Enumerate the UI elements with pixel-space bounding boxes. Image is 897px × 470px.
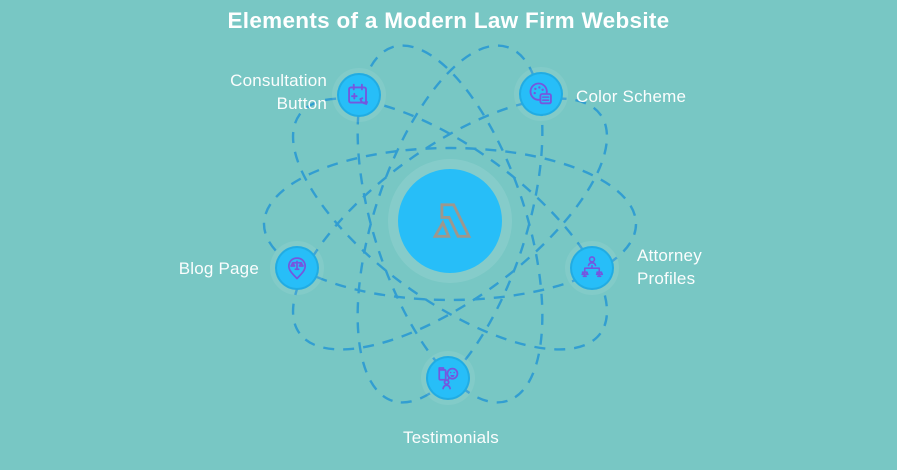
page-title: Elements of a Modern Law Firm Website [227, 8, 670, 33]
location-pin-scales-icon [287, 257, 307, 280]
lambda-icon [432, 203, 472, 238]
node-label-color-scheme: Color Scheme [576, 87, 687, 106]
calendar-phone-icon [348, 83, 368, 105]
node-color-scheme[interactable] [519, 72, 563, 116]
org-chart-person-scales-icon [581, 256, 604, 278]
node-consultation-button[interactable] [337, 73, 381, 117]
node-label-consultation-button: Consultation Button [230, 71, 327, 113]
node-attorney-profiles[interactable] [570, 246, 614, 290]
orbit-ellipse [291, 97, 609, 351]
orbit-ellipse [262, 146, 638, 302]
orbit-ellipse [291, 97, 609, 351]
hub-node[interactable] [398, 169, 502, 273]
node-blog-page[interactable] [275, 246, 319, 290]
node-label-testimonials: Testimonials [403, 428, 499, 447]
node-testimonials[interactable] [426, 356, 470, 400]
orbit-ellipse [356, 44, 544, 404]
node-label-blog-page: Blog Page [178, 259, 259, 278]
node-label-attorney-profiles: Attorney Profiles [637, 246, 702, 288]
smiley-sign-person-icon [438, 367, 459, 390]
color-palette-list-icon [529, 82, 552, 105]
